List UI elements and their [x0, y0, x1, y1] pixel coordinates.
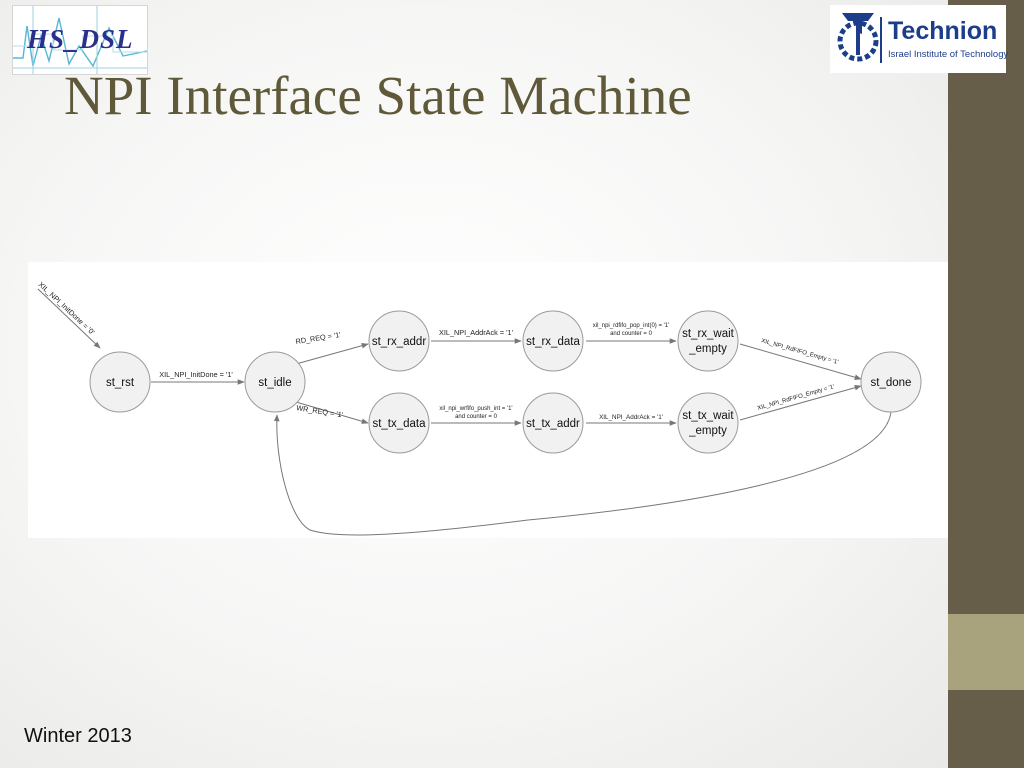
state-label-st-rst: st_rst	[106, 377, 135, 389]
state-label-st-tx-wait-line1: st_tx_wait	[682, 410, 734, 422]
state-st-rx-data	[522, 310, 584, 372]
state-st-rx-wait-empty	[677, 310, 739, 372]
state-label-st-done: st_done	[871, 377, 912, 389]
state-st-done	[860, 351, 922, 413]
label-tx-data-to-tx-addr-line2: and counter = 0	[455, 414, 498, 420]
state-label-st-tx-wait-line2: _empty	[688, 425, 727, 437]
edge-idle-to-tx-data	[295, 401, 369, 424]
label-rx-data-to-rx-wait-line2: and counter = 0	[610, 331, 653, 337]
edge-done-to-idle	[273, 411, 892, 536]
label-tx-addr-to-tx-wait: XIL_NPI_AddrAck = '1'	[599, 414, 663, 421]
hs-dsl-waveform-icon	[13, 6, 147, 74]
label-idle-to-tx-data: WR_REQ = '1'	[296, 403, 345, 419]
state-st-tx-addr	[522, 392, 584, 454]
edge-rx-wait-to-done	[739, 343, 862, 380]
technion-name: Technion	[888, 17, 998, 45]
technion-subtitle: Israel Institute of Technology	[888, 49, 1009, 60]
state-label-st-rx-wait-line1: st_rx_wait	[682, 328, 735, 340]
state-machine-diagram: XIL_NPI_InitDone = '0' XIL_NPI_InitDone …	[37, 280, 922, 536]
state-st-idle	[244, 351, 306, 413]
state-label-st-tx-data: st_tx_data	[372, 418, 426, 430]
edge-init-to-rst	[37, 288, 101, 349]
edge-tx-wait-to-done	[739, 385, 862, 421]
state-label-st-rx-data: st_rx_data	[526, 336, 580, 348]
state-machine-diagram-panel: XIL_NPI_InitDone = '0' XIL_NPI_InitDone …	[28, 262, 948, 538]
label-rx-addr-to-rx-data: XIL_NPI_AddrAck = '1'	[439, 328, 514, 337]
label-tx-wait-to-done: XIL_NPI_RdFIFO_Empty = '1'	[757, 384, 835, 412]
state-st-tx-data	[368, 392, 430, 454]
hs-dsl-logo: HS_DSL	[12, 5, 148, 75]
sidebar-accent-block	[948, 614, 1024, 690]
page-title: NPI Interface State Machine	[64, 65, 692, 126]
label-init-to-rst: XIL_NPI_InitDone = '0'	[37, 280, 97, 337]
hs-dsl-logo-text: HS_DSL	[27, 24, 134, 54]
state-label-st-tx-addr: st_tx_addr	[526, 418, 580, 430]
technion-divider	[880, 17, 882, 63]
technion-logo: Technion Israel Institute of Technology	[830, 5, 1009, 73]
state-label-st-rx-addr: st_rx_addr	[372, 336, 427, 348]
label-rst-to-idle: XIL_NPI_InitDone = '1'	[159, 370, 233, 379]
label-idle-to-rx-addr: RD_REQ = '1'	[295, 330, 342, 346]
state-st-rx-addr	[368, 310, 430, 372]
label-tx-data-to-tx-addr-line1: xil_npi_wrfifo_push_int = '1'	[439, 406, 512, 412]
edge-idle-to-rx-addr	[295, 342, 369, 365]
label-rx-data-to-rx-wait-line1: xil_npi_rdfifo_pop_int(0) = '1'	[593, 323, 670, 329]
technion-emblem-icon	[837, 13, 879, 62]
footer-date: Winter 2013	[24, 725, 132, 747]
state-label-st-idle: st_idle	[258, 377, 291, 389]
state-st-tx-wait-empty	[677, 392, 739, 454]
state-st-rst	[89, 351, 151, 413]
state-label-st-rx-wait-line2: _empty	[688, 343, 727, 355]
